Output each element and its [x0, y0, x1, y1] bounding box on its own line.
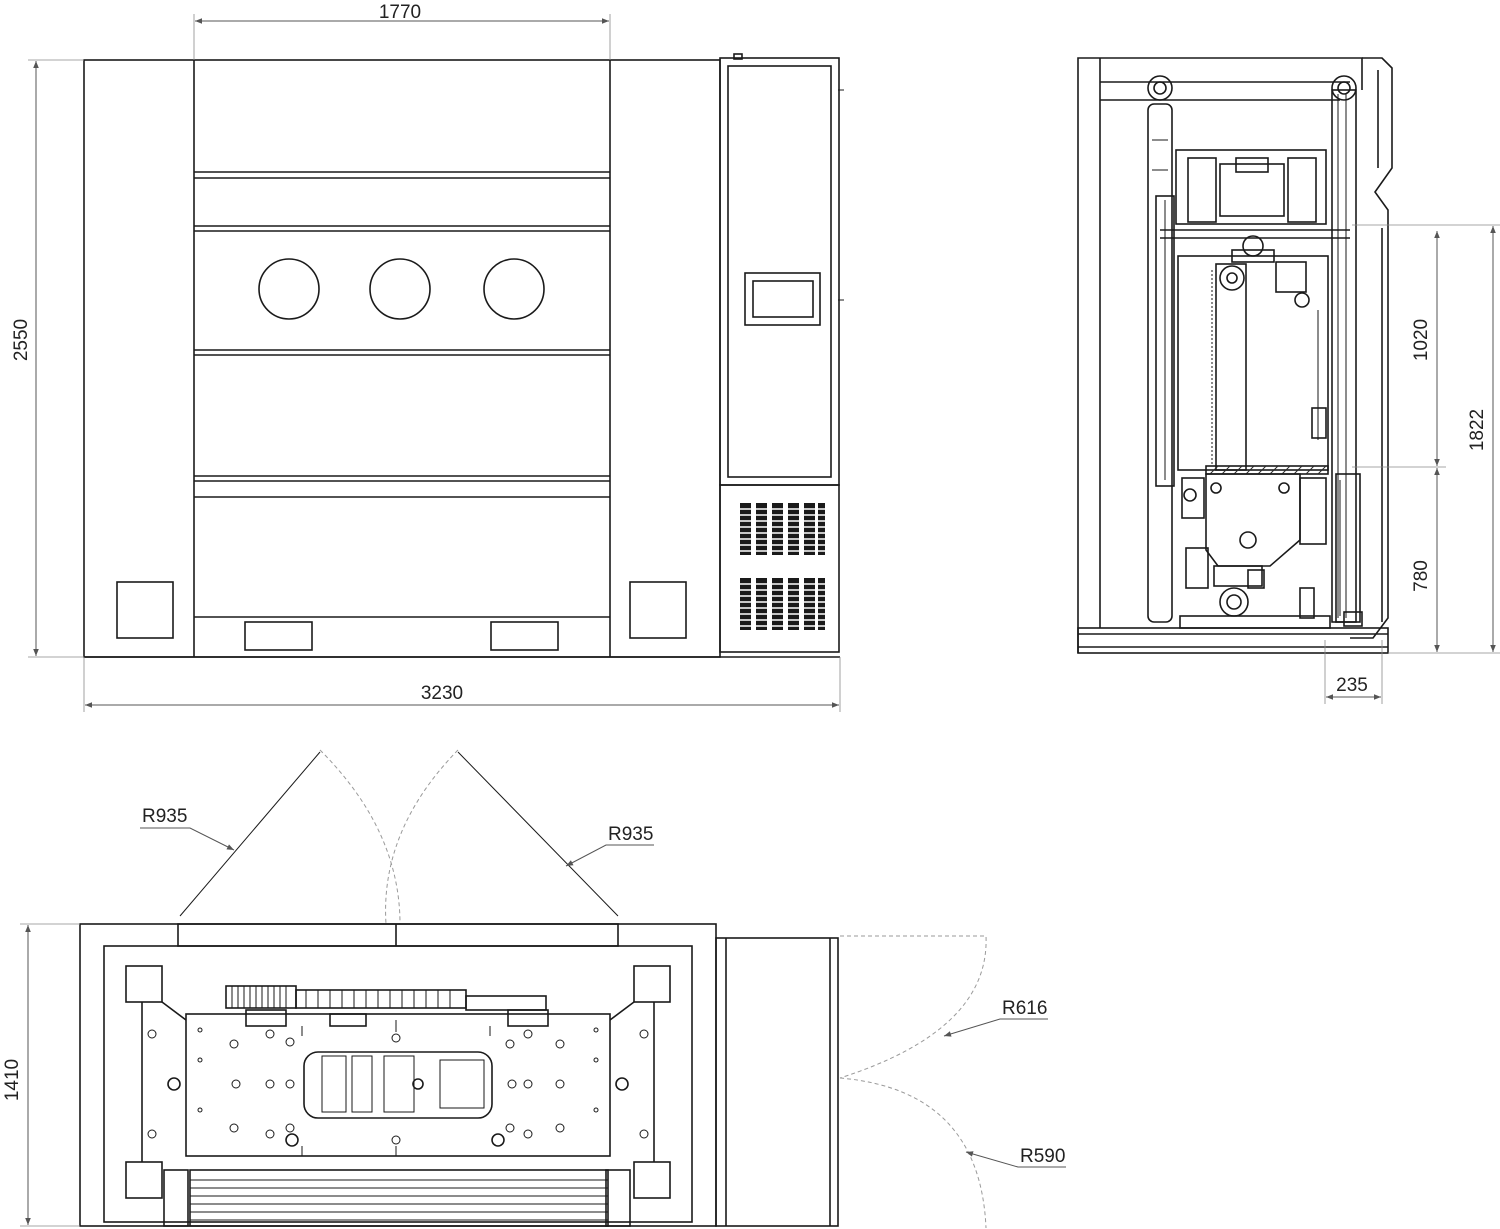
drain-valve	[1219, 587, 1249, 617]
corner-block	[633, 1161, 671, 1199]
radius-label-cabinet-lower: R590	[1020, 1146, 1065, 1167]
cabinet-swing-upper	[839, 935, 987, 1079]
corner-block	[125, 1161, 163, 1199]
radius-label-left-door: R935	[142, 806, 187, 827]
plate-window	[303, 1051, 493, 1119]
dim-1020: 1020	[1411, 319, 1432, 361]
lifting-eye	[1331, 75, 1357, 101]
vent-grille-lower	[740, 578, 825, 630]
port-circle	[483, 258, 545, 320]
dim-3230: 3230	[421, 683, 463, 704]
hmi-screen	[744, 272, 821, 326]
front-body-outline	[83, 59, 721, 658]
cabinet-swing-lower	[839, 1077, 987, 1229]
corner-panel	[629, 581, 687, 639]
lifting-eye	[1147, 75, 1173, 101]
port-circle	[369, 258, 431, 320]
lower-tank	[1205, 473, 1301, 567]
corner-panel	[116, 581, 174, 639]
mounting-plate	[185, 1013, 611, 1157]
dim-1822: 1822	[1467, 409, 1488, 451]
door-swing-arc-right	[385, 749, 459, 925]
bottom-handle	[490, 621, 559, 651]
motor-unit	[1175, 149, 1327, 225]
dim-1410: 1410	[2, 1059, 23, 1101]
side-base	[1077, 627, 1389, 654]
dim-1770: 1770	[379, 2, 421, 23]
front-dimensions: 1770 3230 2550	[11, 2, 841, 712]
plan-dimensions: 1410 R935 R935 R616 R590	[2, 806, 1066, 1227]
control-cabinet	[719, 57, 840, 486]
radius-label-cabinet-upper: R616	[1002, 998, 1047, 1019]
front-view	[83, 53, 844, 658]
dim-235: 235	[1336, 675, 1368, 696]
left-column	[1147, 103, 1173, 623]
plan-cabinet	[715, 937, 839, 1227]
process-chamber	[1177, 255, 1329, 471]
corner-block	[125, 965, 163, 1003]
bottom-handle	[244, 621, 313, 651]
front-roller	[189, 1169, 609, 1227]
vent-grille-upper	[740, 503, 825, 555]
door-swing-arc-left	[319, 749, 401, 925]
port-circle	[258, 258, 320, 320]
plan-body-outline	[79, 923, 717, 1227]
corner-block	[633, 965, 671, 1003]
side-view	[1077, 57, 1393, 654]
plan-view	[79, 749, 987, 1229]
side-dimensions: 1020 1822 780 235	[1324, 224, 1500, 704]
dim-780: 780	[1411, 560, 1432, 592]
vent-cabinet	[719, 484, 840, 653]
dim-2550: 2550	[11, 319, 32, 361]
radius-label-right-door: R935	[608, 824, 653, 845]
